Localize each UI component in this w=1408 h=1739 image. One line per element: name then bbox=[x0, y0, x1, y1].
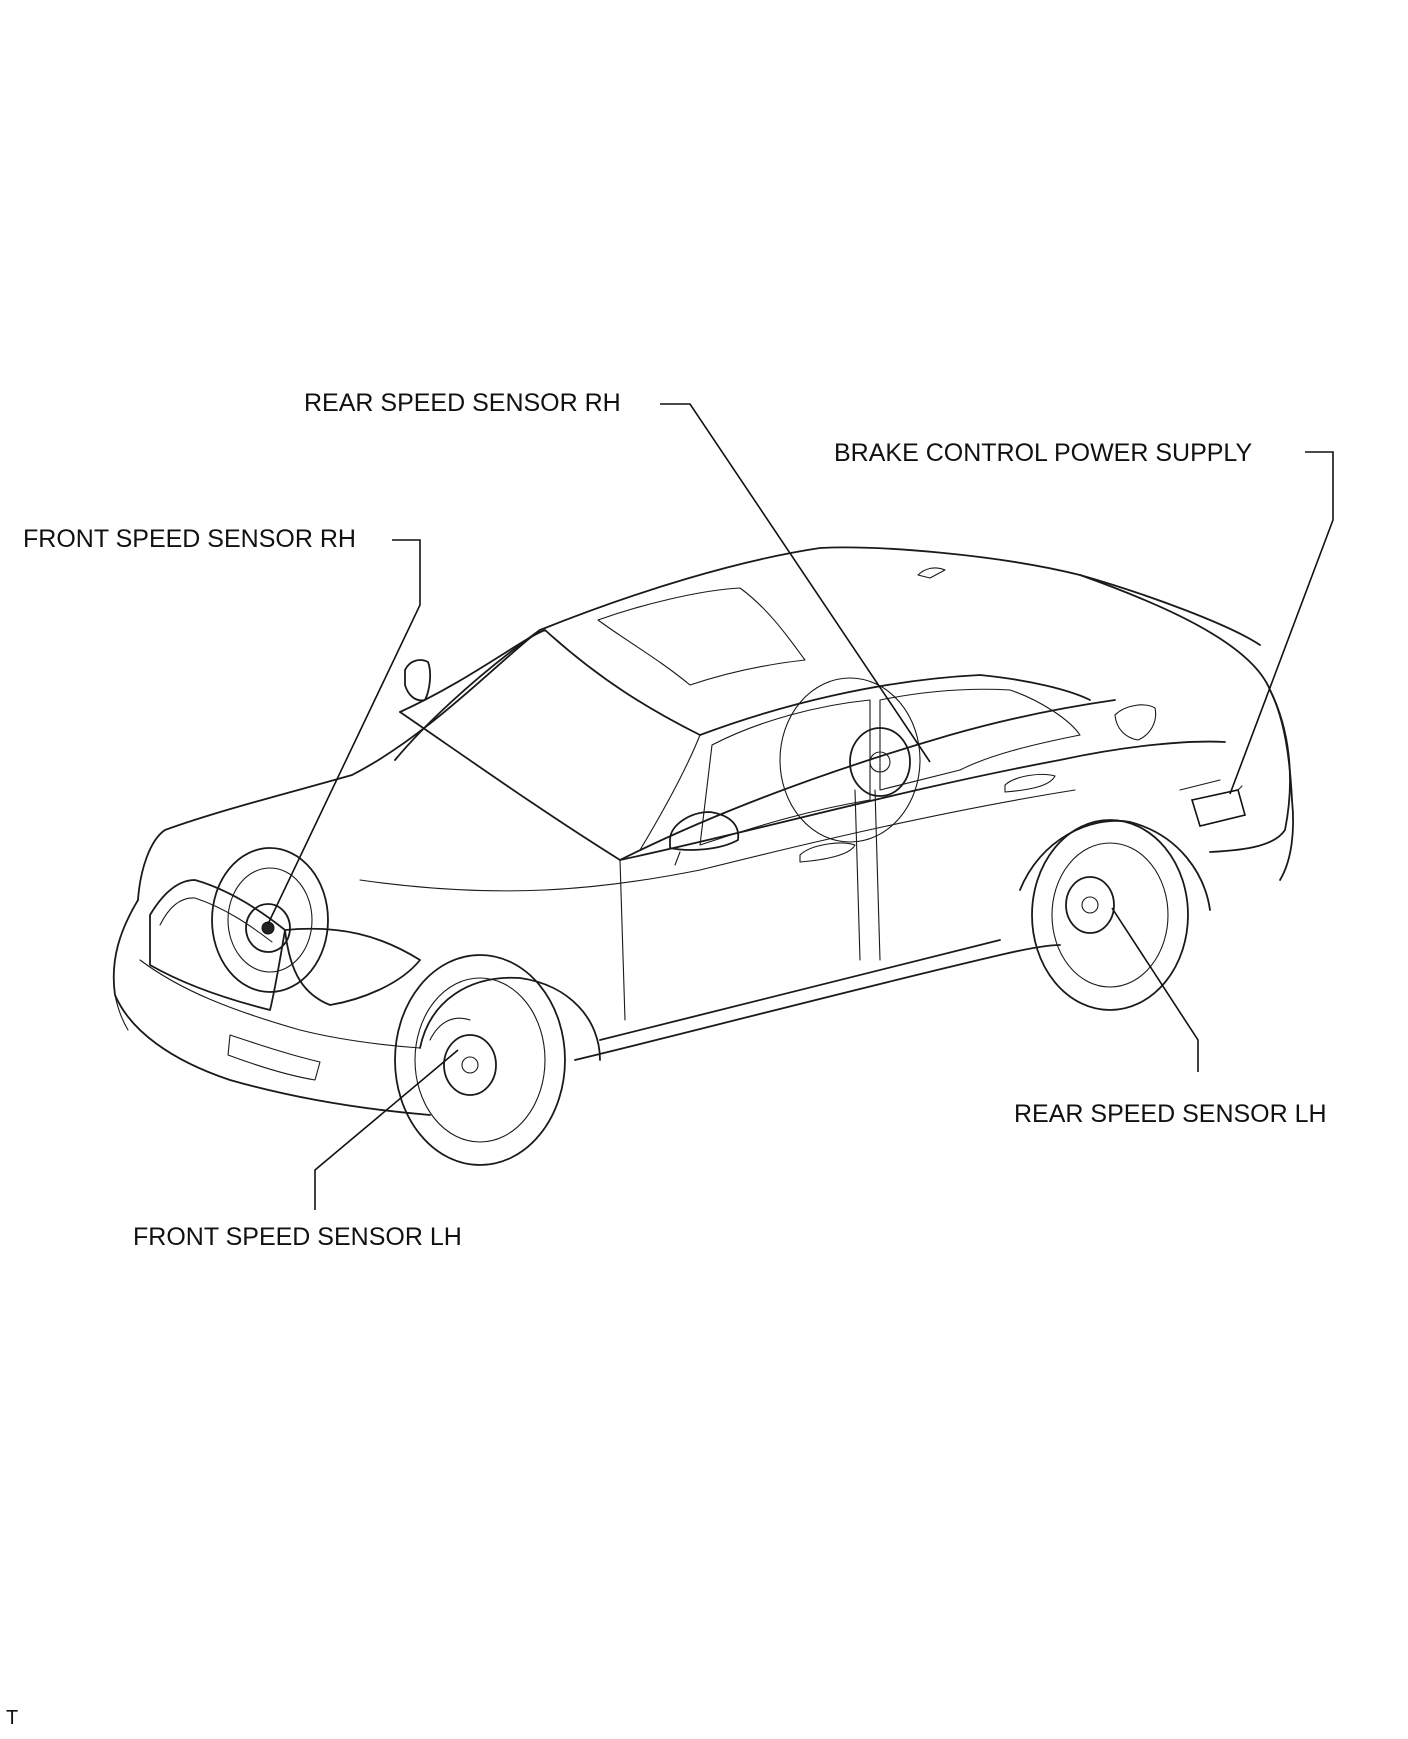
front-rh-wheel bbox=[211, 847, 329, 993]
brake-control-power-supply-part bbox=[1190, 785, 1246, 827]
label-rear-speed-sensor-lh: REAR SPEED SENSOR LH bbox=[1014, 1100, 1327, 1128]
corner-code: T bbox=[6, 1707, 19, 1729]
leader-front-speed-sensor-rh bbox=[267, 539, 421, 925]
front-lh-wheel bbox=[394, 954, 566, 1166]
leader-brake-control-power-supply bbox=[1229, 451, 1334, 795]
label-front-speed-sensor-rh: FRONT SPEED SENSOR RH bbox=[23, 525, 356, 553]
label-brake-control-power-supply: BRAKE CONTROL POWER SUPPLY bbox=[834, 439, 1253, 467]
label-rear-speed-sensor-rh: REAR SPEED SENSOR RH bbox=[304, 389, 621, 417]
rear-rh-wheel bbox=[779, 677, 921, 843]
car-body bbox=[112, 546, 1294, 1116]
leader-rear-speed-sensor-lh bbox=[1111, 907, 1199, 1072]
leader-lines bbox=[267, 403, 1334, 1210]
leader-rear-speed-sensor-rh bbox=[660, 403, 931, 763]
label-front-speed-sensor-lh: FRONT SPEED SENSOR LH bbox=[133, 1223, 462, 1251]
rear-lh-wheel bbox=[1031, 819, 1189, 1011]
leader-front-speed-sensor-lh bbox=[314, 1049, 459, 1210]
